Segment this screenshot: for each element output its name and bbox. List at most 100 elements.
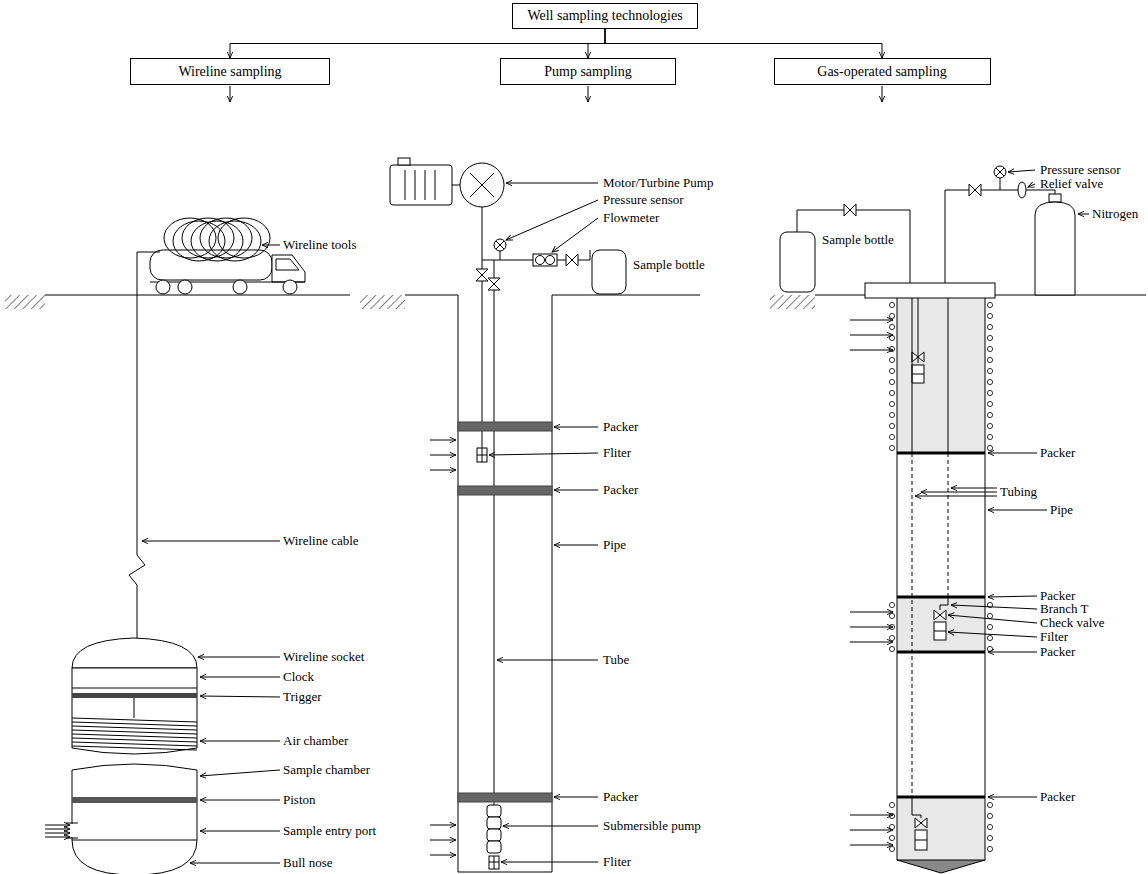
drawing-rect bbox=[477, 448, 487, 462]
drawing-line bbox=[552, 218, 598, 252]
drawing-circle bbox=[889, 423, 894, 428]
drawing-line bbox=[494, 856, 495, 869]
part-label: Relief valve bbox=[1040, 177, 1103, 191]
drawing-line bbox=[552, 295, 700, 296]
drawing-line bbox=[72, 840, 197, 841]
drawing-path bbox=[72, 638, 197, 668]
drawing-line bbox=[230, 86, 231, 102]
drawing-line bbox=[500, 251, 501, 260]
drawing-line bbox=[897, 298, 898, 860]
drawing-line bbox=[850, 642, 893, 643]
wireline-truck bbox=[150, 218, 305, 294]
drawing-path bbox=[494, 260, 495, 805]
drawing-path bbox=[129, 252, 160, 638]
drawing-path bbox=[72, 738, 197, 742]
drawing-line bbox=[554, 490, 598, 491]
drawing-rect bbox=[915, 830, 927, 850]
category-box: Wireline sampling bbox=[130, 58, 330, 85]
drawing-line bbox=[458, 872, 552, 873]
drawing-circle bbox=[889, 613, 894, 618]
drawing-line bbox=[430, 470, 456, 471]
drawing-path bbox=[476, 269, 488, 281]
box-label: Gas-operated sampling bbox=[817, 64, 946, 80]
box-label: Pump sampling bbox=[544, 64, 632, 80]
drawing-line bbox=[554, 545, 598, 546]
drawing-line bbox=[503, 826, 598, 827]
drawing-g bbox=[889, 302, 992, 851]
drawing-path bbox=[72, 722, 197, 726]
part-label: Fliter bbox=[603, 855, 631, 869]
drawing-line bbox=[850, 350, 893, 351]
drawing-circle bbox=[889, 602, 894, 607]
drawing-line bbox=[405, 295, 458, 296]
drawing-circle bbox=[889, 390, 894, 395]
drawing-line bbox=[915, 840, 927, 841]
drawing-line bbox=[850, 612, 893, 613]
drawing-line bbox=[988, 596, 1037, 597]
drawing-rect bbox=[934, 622, 946, 640]
drawing-circle bbox=[889, 846, 894, 851]
drawing-rect bbox=[770, 295, 815, 309]
box-label: Well sampling technologies bbox=[527, 8, 682, 24]
drawing-rect bbox=[489, 856, 499, 869]
drawing-circle bbox=[889, 434, 894, 439]
drawing-line bbox=[430, 455, 456, 456]
drawing-circle bbox=[987, 368, 992, 373]
drawing-line bbox=[200, 770, 280, 776]
tree-connector bbox=[588, 29, 605, 58]
drawing-circle bbox=[889, 335, 894, 340]
drawing-ellipse bbox=[209, 221, 261, 261]
drawing-circle bbox=[987, 635, 992, 640]
drawing-circle bbox=[536, 256, 545, 265]
drawing-line bbox=[200, 696, 280, 697]
drawing-rect bbox=[360, 295, 405, 309]
drawing-line bbox=[948, 298, 949, 453]
drawing-line bbox=[588, 86, 589, 102]
drawing-rect bbox=[5, 295, 45, 309]
drawing-line bbox=[45, 295, 350, 296]
drawing-rect bbox=[865, 283, 995, 298]
drawing-line bbox=[948, 453, 949, 597]
drawing-circle bbox=[889, 346, 894, 351]
part-label: Flowmeter bbox=[603, 211, 659, 225]
drawing-line bbox=[470, 173, 494, 197]
drawing-line bbox=[435, 170, 436, 200]
drawing-ellipse bbox=[1018, 182, 1026, 198]
drawing-line bbox=[897, 796, 985, 799]
drawing-line bbox=[45, 825, 70, 826]
drawing-rect bbox=[533, 254, 557, 266]
drawing-rect bbox=[487, 841, 501, 853]
drawing-circle bbox=[987, 445, 992, 450]
wireline-tool bbox=[45, 252, 197, 874]
category-box: Gas-operated sampling bbox=[774, 58, 991, 85]
drawing-line bbox=[134, 698, 135, 718]
drawing-circle bbox=[987, 646, 992, 651]
part-label: Tubing bbox=[1000, 485, 1037, 499]
drawing-path bbox=[844, 204, 856, 216]
drawing-circle bbox=[987, 434, 992, 439]
drawing-line bbox=[912, 374, 924, 375]
part-label: Motor/Turbine Pump bbox=[603, 176, 713, 190]
drawing-line bbox=[430, 440, 456, 441]
drawing-path bbox=[969, 184, 981, 196]
drawing-circle bbox=[889, 313, 894, 318]
part-label: Pressure sensor bbox=[603, 193, 684, 207]
drawing-circle bbox=[546, 256, 555, 265]
drawing-line bbox=[45, 829, 70, 830]
part-label: Packer bbox=[1040, 446, 1075, 460]
drawing-line bbox=[72, 688, 197, 689]
part-label: Pipe bbox=[1050, 503, 1073, 517]
part-label: Air chamber bbox=[283, 734, 348, 748]
drawing-line bbox=[934, 631, 946, 632]
drawing-circle bbox=[987, 423, 992, 428]
drawing-line bbox=[988, 453, 1037, 454]
drawing-line bbox=[988, 652, 1037, 653]
drawing-line bbox=[850, 845, 893, 846]
leader-lines bbox=[915, 170, 1089, 797]
down-arrows bbox=[230, 86, 882, 102]
drawing-line bbox=[912, 453, 913, 797]
drawing-rect bbox=[458, 422, 552, 431]
drawing-circle bbox=[889, 412, 894, 417]
drawing-line bbox=[66, 823, 78, 824]
drawing-path bbox=[912, 352, 924, 362]
